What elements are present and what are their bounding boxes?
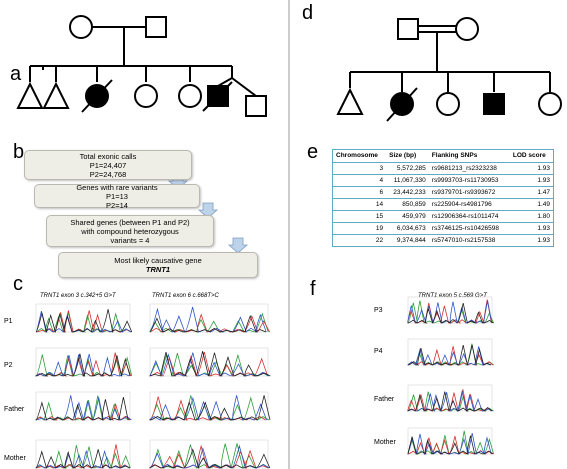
flow-text: Total exonic calls: [79, 151, 137, 161]
pedigree-a: [16, 15, 267, 117]
trace-c-col2-title: TRNT1 exon 6 c.668T>C: [152, 293, 219, 299]
cell-flanking-snps: rs9379701-rs9393672: [428, 186, 510, 199]
table-header-row: Chromosome Size (bp) Flanking SNPs LOD s…: [332, 149, 554, 163]
flow-text: Genes with rare variants: [76, 182, 158, 192]
flow-step-exonic-calls: Total exonic calls P1=24,407 P2=24,768: [24, 150, 192, 180]
chromatogram: [407, 427, 494, 456]
panel-label-b: b: [13, 141, 25, 163]
flow-step-rare-variants: Genes with rare variants P1=13 P2=14: [34, 182, 200, 210]
cell-size: 850,859: [386, 198, 429, 211]
cell-lod-score: 1.93: [509, 162, 554, 175]
trace-c-row-label: P1: [4, 318, 13, 325]
flow-text: P1=24,407: [89, 160, 127, 170]
chromatogram: [35, 391, 132, 421]
chromatogram: [149, 439, 271, 469]
cell-size: 6,034,673: [386, 222, 429, 235]
panel-label-a: a: [10, 63, 22, 85]
chromatogram: [149, 303, 270, 333]
chromatogram: [35, 347, 133, 377]
trace-c-col1-title: TRNT1 exon 3 c.342+5 G>T: [40, 293, 116, 299]
trace-f-row-label: P3: [374, 307, 383, 314]
trace-f-title: TRNT1 exon 5 c.569 G>T: [418, 293, 487, 299]
chromatogram: [149, 347, 271, 377]
cell-chromosome: 22: [332, 234, 387, 247]
cell-size: 5,572,285: [386, 162, 429, 175]
trace-c-row-label: Father: [4, 406, 25, 413]
panel-label-c: c: [13, 273, 23, 295]
flow-text: with compound heterozygous: [81, 226, 179, 236]
trace-f-row-label: P4: [374, 348, 383, 355]
flow-text: Shared genes (between P1 and P2): [70, 217, 190, 227]
trace-c-row-label: P2: [4, 362, 13, 369]
cell-flanking-snps: rs12906364-rs1011474: [428, 210, 510, 223]
panel-label-e: e: [307, 141, 319, 163]
chromatogram: [407, 384, 494, 412]
cell-lod-score: 1.80: [509, 210, 554, 223]
flow-text: P1=13: [106, 191, 128, 201]
panel-label-f: f: [310, 278, 316, 300]
cell-size: 23,442,233: [386, 186, 429, 199]
lod-score-table: Chromosome Size (bp) Flanking SNPs LOD s…: [332, 149, 554, 247]
cell-flanking-snps: rs9993703-rs11730953: [428, 174, 510, 187]
cell-size: 9,374,844: [386, 234, 429, 247]
flow-text: Most likely causative gene: [114, 256, 202, 265]
cell-chromosome: 14: [332, 198, 387, 211]
chromatogram: [35, 303, 133, 333]
cell-chromosome: 4: [332, 174, 387, 187]
trace-f-row-label: Father: [374, 396, 395, 403]
chromatogram: [149, 391, 271, 421]
flow-text: TRNT1: [145, 265, 171, 274]
cell-size: 459,979: [386, 210, 429, 223]
panel-label-d: d: [302, 2, 314, 24]
flow-text: P2=14: [106, 200, 128, 210]
cell-lod-score: 1.93: [509, 234, 554, 247]
cell-lod-score: 1.47: [509, 186, 554, 199]
cell-lod-score: 1.49: [509, 198, 554, 211]
chromatogram: [407, 338, 494, 366]
chromatogram: [35, 439, 131, 469]
flow-text: variants = 4: [110, 235, 150, 245]
flow-step-shared-genes: Shared genes (between P1 and P2) with co…: [46, 215, 214, 247]
cell-flanking-snps: rs225904-rs4981796: [428, 198, 510, 211]
cell-chromosome: 3: [332, 162, 387, 175]
pedigree-d: [336, 17, 562, 122]
trace-c-row-label: Mother: [4, 455, 26, 462]
cell-chromosome: 19: [332, 222, 387, 235]
flow-text: P2=24,768: [89, 169, 127, 179]
cell-flanking-snps: rs3746125-rs10426598: [428, 222, 510, 235]
cell-chromosome: 6: [332, 186, 387, 199]
cell-flanking-snps: rs9681213_rs2323238: [428, 162, 510, 175]
cell-lod-score: 1.93: [509, 174, 554, 187]
cell-flanking-snps: rs5747010-rs2157538: [428, 234, 510, 247]
flow-step-causative-gene: Most likely causative gene TRNT1: [58, 252, 258, 278]
chromatogram: [407, 296, 494, 324]
trace-f-row-label: Mother: [374, 439, 396, 446]
cell-size: 11,067,330: [386, 174, 429, 187]
cell-chromosome: 15: [332, 210, 387, 223]
cell-lod-score: 1.93: [509, 222, 554, 235]
